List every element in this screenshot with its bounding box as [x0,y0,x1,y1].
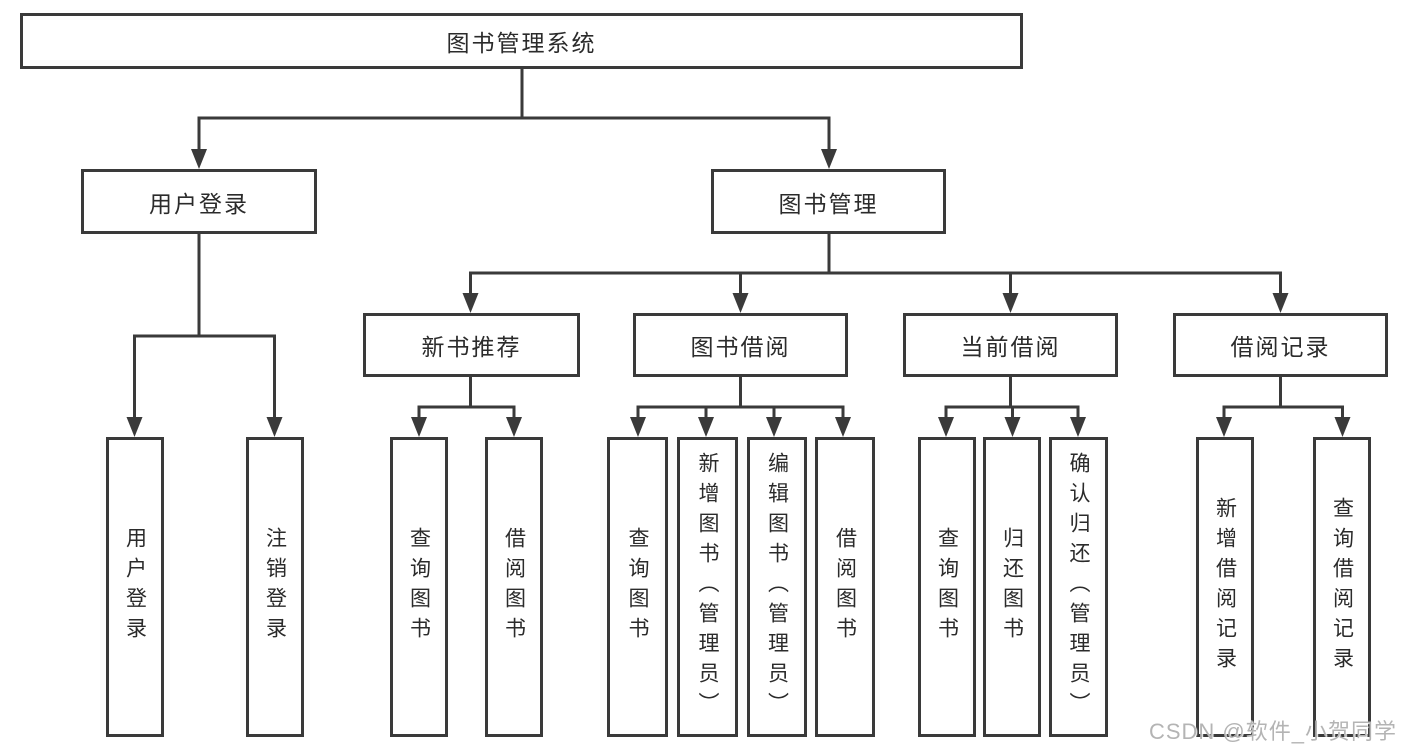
node-book-management: 图书管理 [711,169,946,234]
node-current-borrowing: 当前借阅 [903,313,1118,377]
leaf-borrow-borrow-books: 借阅图书 [815,437,875,737]
arrowheads [126,149,1351,437]
leaf-current-confirm-return-admin: 确认归还（管理员） [1049,437,1108,737]
leaf-newbook-borrow-books: 借阅图书 [485,437,543,737]
connector-strokes [133,68,1344,421]
leaf-user-login: 用户登录 [106,437,164,737]
node-book-borrowing: 图书借阅 [633,313,848,377]
leaf-borrow-query-books: 查询图书 [607,437,668,737]
leaf-logout: 注销登录 [246,437,304,737]
node-new-book-recommend: 新书推荐 [363,313,580,377]
leaf-record-add-borrow-record: 新增借阅记录 [1196,437,1254,737]
leaf-record-query-borrow-record: 查询借阅记录 [1313,437,1371,737]
node-root-system: 图书管理系统 [20,13,1023,69]
node-user-login: 用户登录 [81,169,317,234]
leaf-current-return-books: 归还图书 [983,437,1041,737]
leaf-newbook-query-books: 查询图书 [390,437,448,737]
csdn-watermark: CSDN @软件_小贺同学 [1148,719,1397,744]
leaf-borrow-add-books-admin: 新增图书（管理员） [677,437,738,737]
leaf-borrow-edit-books-admin: 编辑图书（管理员） [747,437,807,737]
leaf-current-query-books: 查询图书 [918,437,976,737]
node-borrowing-records: 借阅记录 [1173,313,1388,377]
